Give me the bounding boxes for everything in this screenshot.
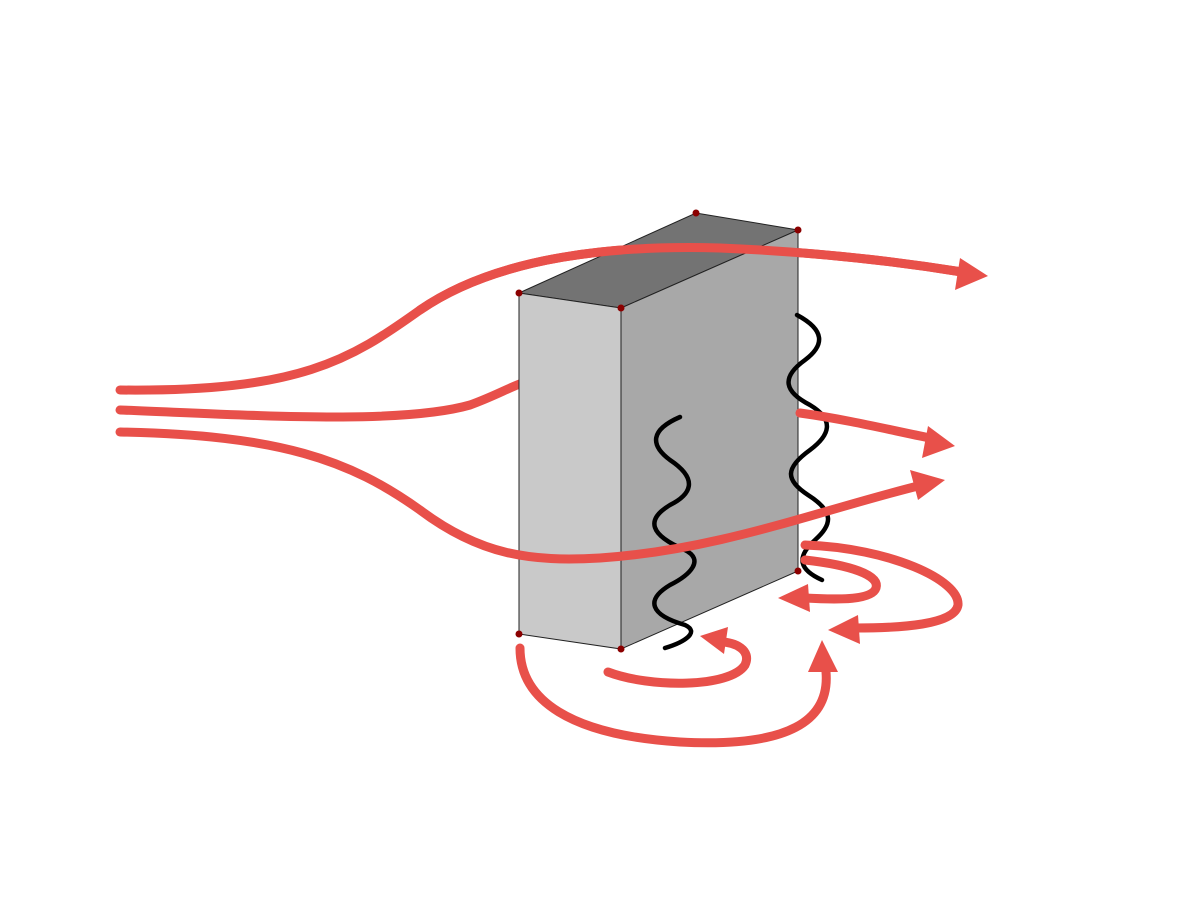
block-front-face	[518, 292, 622, 650]
recirculation-loop	[800, 540, 963, 633]
recirculation-loop	[603, 637, 752, 688]
arrowhead-icon	[955, 258, 988, 290]
streamline-bottom	[115, 427, 927, 564]
arrowhead-icon	[778, 584, 810, 612]
recirculation-loop	[800, 555, 881, 604]
vertex	[515, 630, 523, 638]
streamline-middle-upstream	[115, 377, 530, 422]
vertex	[794, 226, 802, 234]
streamline-top-front	[415, 243, 967, 315]
arrowhead-icon	[808, 640, 838, 672]
recirculation-loop	[515, 643, 831, 748]
vertex	[515, 289, 523, 297]
arrowhead-icon	[910, 470, 945, 500]
wave-right	[786, 312, 831, 583]
vertex	[617, 645, 625, 653]
arrowhead-icon	[828, 615, 860, 644]
arrowhead-icon	[922, 426, 955, 458]
vertex	[692, 209, 700, 217]
streamline-middle-downstream	[795, 408, 935, 443]
vertex	[617, 304, 625, 312]
arrowhead-icon	[700, 627, 728, 654]
vertex	[794, 567, 802, 575]
